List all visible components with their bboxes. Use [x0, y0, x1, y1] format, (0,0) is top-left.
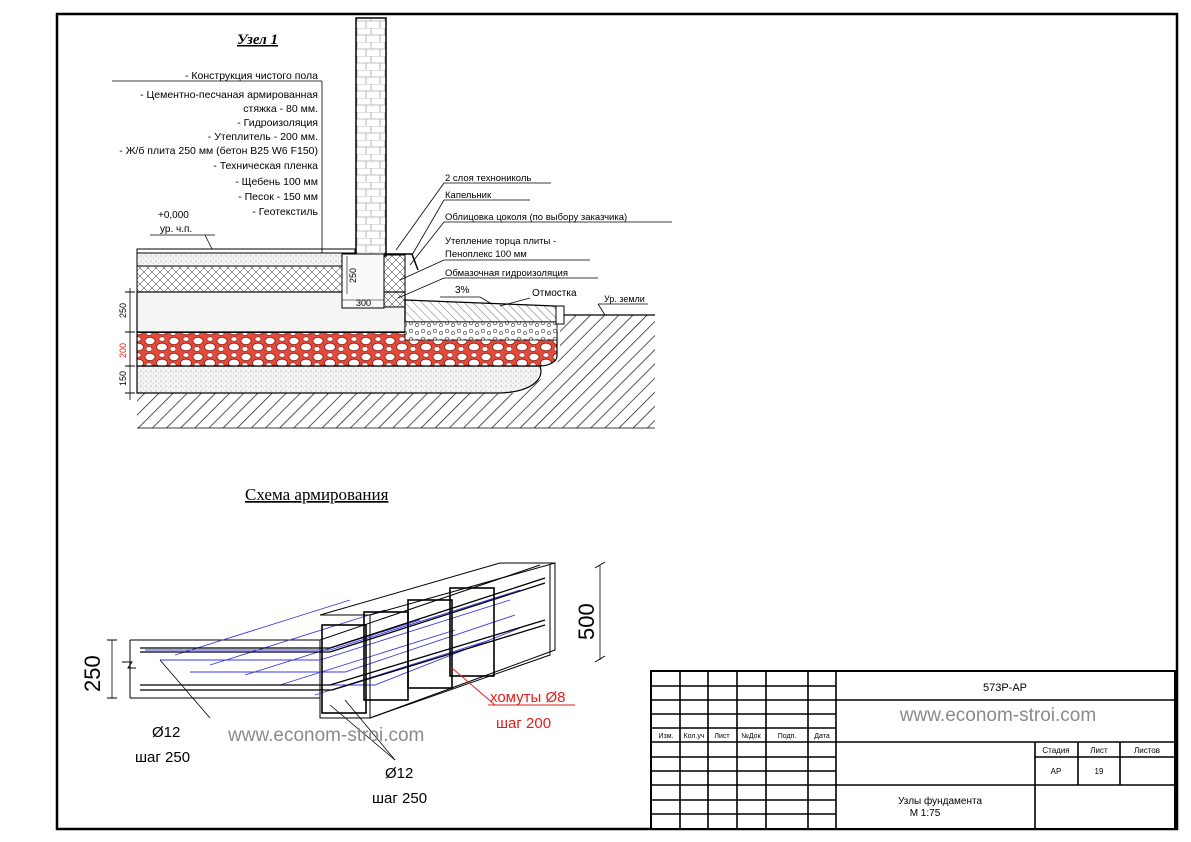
layer-item: - Конструкция чистого пола — [185, 70, 318, 82]
stamp-header: Дата — [814, 733, 830, 740]
level-mark: +0,000 ур. ч.п. — [150, 210, 215, 250]
slope-label: 3% — [455, 285, 470, 296]
callout-drip: Капельник — [445, 190, 492, 201]
screed-layer — [136, 252, 356, 267]
stamp-header: Изм. — [659, 733, 674, 740]
dim-beam-height: 500 — [574, 603, 599, 640]
ground-soil-right — [520, 315, 655, 428]
blind-area-gravel — [404, 321, 558, 341]
stirrups-label: хомуты Ø8 — [490, 689, 565, 706]
stirrups-step-label: шаг 200 — [496, 715, 551, 732]
ground-soil-under — [137, 393, 520, 428]
layer-list: - Конструкция чистого пола - Цементно-пе… — [119, 70, 318, 218]
dim-200: 200 — [118, 343, 128, 358]
stamp-header: Кол.уч — [684, 733, 705, 740]
dim-150: 150 — [118, 371, 128, 386]
stamp-title: Узлы фундамента — [898, 795, 983, 807]
layer-item: - Ж/б плита 250 мм (бетон В25 W6 F150) — [119, 145, 318, 157]
drip-edge — [384, 253, 419, 271]
node-1-section: Узел 1 — [112, 17, 672, 429]
stirrup-callout: хомуты Ø8 шаг 200 — [451, 667, 575, 732]
rebar1-step-label: шаг 250 — [135, 749, 190, 766]
callout-cladding: Облицовка цоколя (по выбору заказчика) — [445, 212, 627, 223]
callouts: 2 слоя технониколь Капельник Облицовка ц… — [395, 173, 672, 299]
layer-item: - Утеплитель - 200 мм. — [208, 131, 318, 143]
plinth-block — [341, 253, 385, 309]
reinforcement-scheme: Схема армирования — [80, 485, 606, 807]
brick-wall — [355, 17, 387, 257]
beam-outline — [319, 562, 556, 719]
callout-penoplex: Пеноплекс 100 мм — [445, 249, 527, 260]
title-block: Изм. Кол.уч Лист №Док Подп. Дата 573Р-АР… — [650, 670, 1176, 830]
layer-item: - Техническая пленка — [213, 160, 318, 172]
stamp-scale: М 1:75 — [910, 808, 941, 819]
stamp-code: 573Р-АР — [983, 682, 1027, 694]
rebar1-label: Ø12 — [152, 724, 180, 741]
rebar2-step-label: шаг 250 — [372, 790, 427, 807]
sheet-label: Лист — [1090, 746, 1108, 755]
layer-item: - Щебень 100 мм — [235, 176, 318, 188]
layer-item: - Геотекстиль — [252, 206, 318, 218]
rebar2-label: Ø12 — [385, 765, 413, 782]
watermark-stamp: www.econom-stroi.com — [899, 705, 1096, 726]
stamp-header: Подп. — [778, 733, 797, 740]
left-dimensions: 250 200 150 — [118, 288, 135, 400]
sand-layer — [136, 365, 542, 394]
layer-item: стяжка - 80 мм. — [243, 103, 318, 115]
layer-item: - Гидроизоляция — [237, 117, 318, 129]
stamp-header: №Док — [741, 733, 761, 740]
watermark-left: www.econom-stroi.com — [227, 725, 424, 746]
dim-v250: 250 — [348, 268, 358, 283]
level-value: +0,000 — [158, 210, 189, 221]
node-title: Узел 1 — [237, 32, 278, 48]
otmostka-label: Отмостка — [532, 288, 577, 299]
slab-edge-insulation — [383, 254, 406, 308]
sheet-value: 19 — [1095, 767, 1104, 776]
stage-value: АР — [1051, 767, 1062, 776]
dim-slab-height: 250 — [80, 655, 105, 692]
callout-technonikol: 2 слоя технониколь — [445, 173, 531, 184]
sheet-frame — [55, 12, 1179, 831]
rebar-callouts: Ø12 шаг 250 Ø12 шаг 250 — [135, 659, 427, 807]
blue-mesh — [145, 589, 521, 696]
dim-250: 250 — [118, 303, 128, 318]
dim-h300: 300 — [356, 298, 371, 308]
blind-area — [404, 299, 563, 323]
level-label: ур. ч.п. — [160, 224, 192, 235]
sheets-label: Листов — [1134, 746, 1160, 755]
gravel-layer — [136, 331, 558, 367]
ground-level-label: Ур. земли — [604, 294, 645, 304]
longitudinal-bars — [140, 577, 546, 691]
break-mark — [122, 661, 136, 669]
callout-edge-insulation: Утепление торца плиты - — [445, 236, 556, 247]
stamp-header: Лист — [714, 733, 730, 740]
callout-waterproofing: Обмазочная гидроизоляция — [445, 268, 568, 279]
floor-finish — [136, 248, 356, 254]
stirrups — [321, 587, 495, 714]
plinth-dimensions: 250 300 — [342, 256, 384, 308]
scheme-title: Схема армирования — [245, 485, 389, 504]
stage-label: Стадия — [1042, 746, 1069, 755]
layer-item: - Цементно-песчаная армированная — [140, 89, 318, 101]
layer-leaders — [112, 80, 323, 253]
scheme-dimensions: 250 500 — [80, 561, 606, 699]
insulation-layer — [136, 265, 343, 293]
blind-area-labels: 3% Отмостка Ур. земли — [440, 285, 648, 316]
layer-item: - Песок - 150 мм — [238, 191, 318, 203]
